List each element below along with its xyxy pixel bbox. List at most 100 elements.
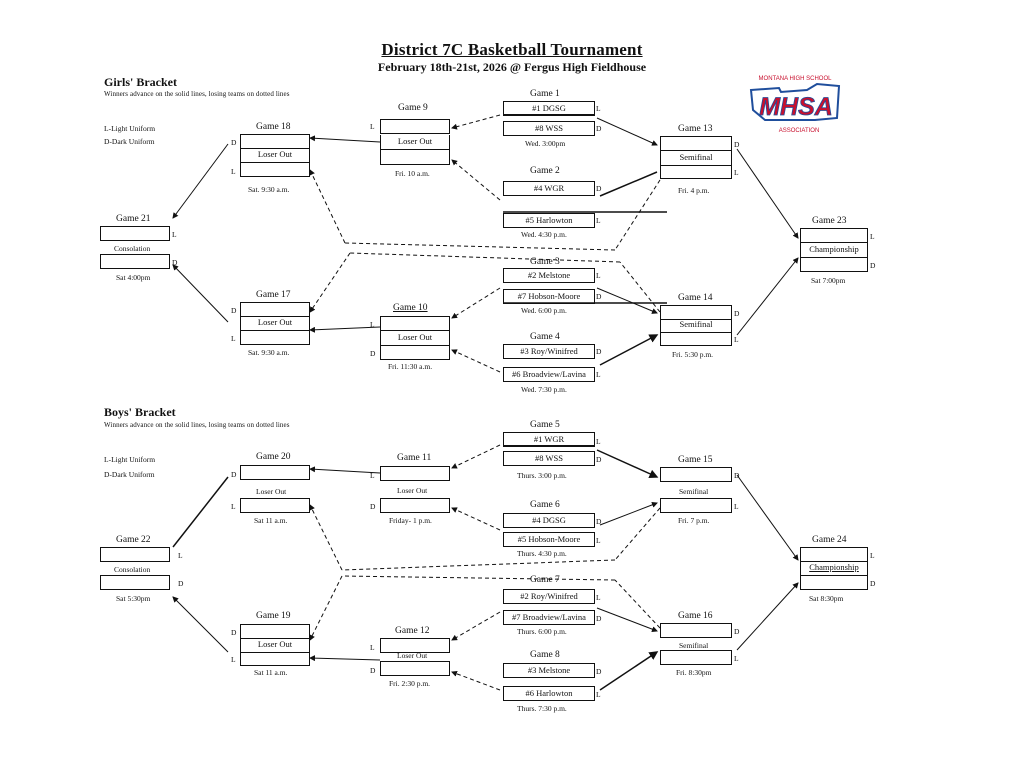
game-19-label: Game 19 [256, 611, 291, 621]
game-18-bottom-slot [240, 162, 310, 177]
game-22-time: Sat 5:30pm [116, 594, 151, 603]
game-18-note: Loser Out [240, 148, 310, 163]
game-17-label: Game 17 [256, 290, 291, 300]
game-22-top-slot [100, 547, 170, 562]
game-23-bottom-slot [800, 257, 868, 272]
game-7-label: Game 7 [530, 575, 560, 585]
game-21-bottom-side: D [172, 258, 178, 267]
game-24-top-side: L [870, 551, 875, 560]
game-20-bottom-side: L [231, 502, 236, 511]
game-2-bottom-team: #5 Harlowton [503, 213, 595, 228]
game-15-bottom-side: L [734, 502, 739, 511]
game-8-bottom-side: L [596, 690, 601, 699]
game-18-time: Sat. 9:30 a.m. [248, 185, 290, 194]
game-6-bottom-team: #5 Hobson-Moore [503, 532, 595, 547]
game-3-top-side: L [596, 271, 601, 280]
game-5-top-side: L [596, 437, 601, 446]
game-10-bottom-side: D [370, 349, 376, 358]
game-10-time: Fri. 11:30 a.m. [388, 362, 433, 371]
game-7-bottom-side: D [596, 614, 602, 623]
game-21-top-side: L [172, 230, 177, 239]
game-15-top-slot [660, 467, 732, 482]
boys-bracket-title: Boys' Bracket [104, 405, 176, 419]
game-16-top-slot [660, 623, 732, 638]
game-1-time: Wed. 3:00pm [525, 139, 566, 148]
game-23-label: Game 23 [812, 216, 847, 226]
game-1-bottom-team: #8 WSS [503, 121, 595, 136]
game-1-top-side: L [596, 104, 601, 113]
game-4-top-side: D [596, 347, 602, 356]
game-23-bottom-side: D [870, 261, 876, 270]
game-24-note: Championship [800, 561, 868, 576]
game-6-time: Thurs. 4:30 p.m. [517, 549, 567, 558]
game-20-label: Game 20 [256, 452, 291, 462]
game-8-label: Game 8 [530, 650, 560, 660]
game-13-bottom-side: L [734, 168, 739, 177]
game-17-note: Loser Out [240, 316, 310, 331]
game-24-bottom-side: D [870, 579, 876, 588]
game-6-bottom-side: L [596, 536, 601, 545]
game-16-top-side: D [734, 627, 740, 636]
game-13-label: Game 13 [678, 124, 713, 134]
game-8-time: Thurs. 7:30 p.m. [517, 704, 567, 713]
game-24-time: Sat 8:30pm [809, 594, 844, 603]
game-5-bottom-side: D [596, 455, 602, 464]
game-5-bottom-team: #8 WSS [503, 451, 595, 466]
game-10-bottom-slot [380, 345, 450, 360]
game-8-top-side: D [596, 667, 602, 676]
game-18-top-slot [240, 134, 310, 149]
game-9-bottom-slot [380, 150, 450, 165]
game-20-time: Sat 11 a.m. [254, 516, 288, 525]
game-11-time: Friday- 1 p.m. [389, 516, 432, 525]
game-14-time: Fri. 5:30 p.m. [672, 350, 714, 359]
game-24-bottom-slot [800, 575, 868, 590]
game-4-label: Game 4 [530, 332, 560, 342]
game-15-note: Semifinal [679, 487, 709, 496]
game-13-note: Semifinal [660, 151, 732, 166]
mhsa-logo: MONTANA HIGH SCHOOL MHSA ASSOCIATION [745, 70, 845, 150]
game-15-time: Fri. 7 p.m. [678, 516, 710, 525]
game-2-top-side: D [596, 184, 602, 193]
game-9-label: Game 9 [398, 103, 428, 113]
game-22-top-side: L [178, 551, 183, 560]
girls-bracket-title: Girls' Bracket [104, 75, 177, 89]
game-16-bottom-side: L [734, 654, 739, 663]
game-21-time: Sat 4:00pm [116, 273, 151, 282]
game-8-top-team: #3 Melstone [503, 663, 595, 678]
game-23-top-slot [800, 228, 868, 243]
game-7-top-team: #2 Roy/Winifred [503, 589, 595, 604]
game-16-note: Semifinal [679, 641, 709, 650]
game-9-note: Loser Out [380, 135, 450, 150]
game-12-top-side: L [370, 643, 375, 652]
game-19-top-slot [240, 624, 310, 639]
game-19-bottom-side: L [231, 655, 236, 664]
game-5-top-team: #1 WGR [503, 432, 595, 447]
page-title: District 7C Basketball Tournament [381, 40, 643, 59]
game-8-bottom-team: #6 Harlowton [503, 686, 595, 701]
game-9-top-side: L [370, 122, 375, 131]
game-17-bottom-slot [240, 330, 310, 345]
game-6-label: Game 6 [530, 500, 560, 510]
game-18-top-side: D [231, 138, 237, 147]
game-12-bottom-slot [380, 661, 450, 676]
game-10-label: Game 10 [393, 303, 428, 313]
game-23-note: Championship [800, 243, 868, 258]
game-16-bottom-slot [660, 650, 732, 665]
game-6-top-side: D [596, 517, 602, 526]
game-2-top-team: #4 WGR [503, 181, 595, 196]
game-14-label: Game 14 [678, 293, 713, 303]
game-11-bottom-side: D [370, 502, 376, 511]
game-19-top-side: D [231, 628, 237, 637]
game-3-time: Wed. 6:00 p.m. [521, 306, 567, 315]
game-12-top-slot [380, 638, 450, 653]
boys-bracket-note: Winners advance on the solid lines, losi… [104, 421, 290, 429]
game-14-bottom-slot [660, 331, 732, 346]
boys-legend-dark: D-Dark Uniform [104, 470, 155, 479]
game-19-time: Sat 11 a.m. [254, 668, 288, 677]
game-14-bottom-side: L [734, 335, 739, 344]
game-21-note: Consolation [114, 244, 151, 253]
game-22-note: Consolation [114, 565, 151, 574]
game-12-time: Fri. 2:30 p.m. [389, 679, 431, 688]
game-21-bottom-slot [100, 254, 170, 269]
